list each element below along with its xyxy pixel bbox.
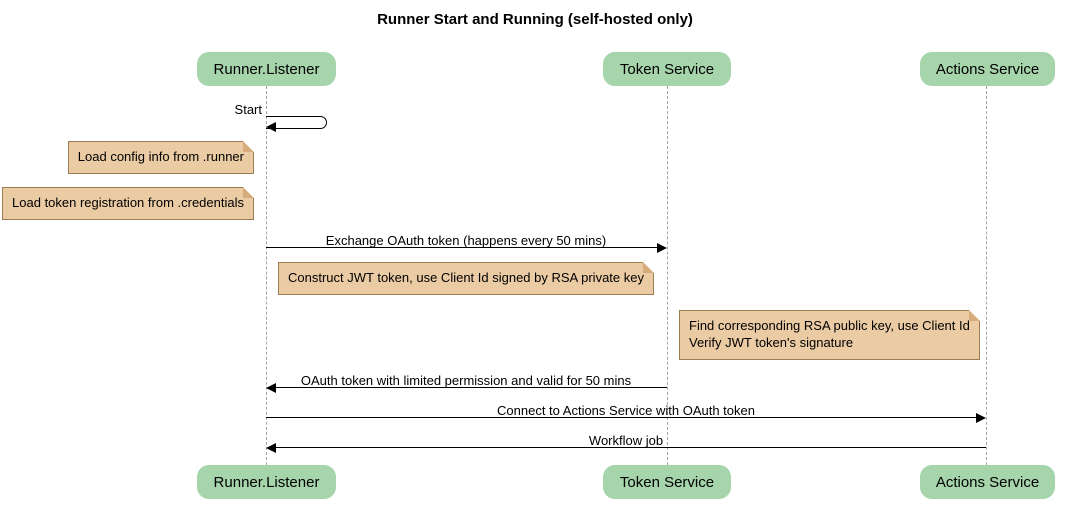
- arrowhead-left-icon: [266, 383, 276, 393]
- diagram-title: Runner Start and Running (self-hosted on…: [377, 11, 693, 28]
- note-load-config: Load config info from .runner: [67, 141, 255, 174]
- arrowhead-left-icon: [266, 122, 276, 132]
- message-start-label: Start: [234, 102, 262, 117]
- participant-label: Actions Service: [935, 60, 1040, 78]
- lifeline-actions-service: [986, 86, 987, 465]
- message-connect-label: Connect to Actions Service with OAuth to…: [497, 403, 755, 418]
- message-oauth-token-line: [276, 387, 667, 389]
- self-message-loop: [266, 116, 327, 129]
- participant-bottom-actions-service: Actions Service: [920, 465, 1055, 499]
- participant-label: Actions Service: [935, 473, 1040, 491]
- lifeline-token-service: [667, 86, 668, 465]
- participant-bottom-token-service: Token Service: [603, 465, 731, 499]
- participant-label: Runner.Listener: [213, 60, 320, 78]
- note-verify-jwt: Find corresponding RSA public key, use C…: [679, 310, 980, 360]
- participant-top-token-service: Token Service: [603, 52, 731, 86]
- note-load-token-registration: Load token registration from .credential…: [2, 187, 254, 220]
- message-oauth-token-label: OAuth token with limited permission and …: [300, 373, 632, 388]
- arrowhead-left-icon: [266, 443, 276, 453]
- note-construct-jwt: Construct JWT token, use Client Id signe…: [278, 262, 654, 295]
- message-workflow-job-line: [276, 447, 986, 449]
- participant-label: Token Service: [619, 60, 715, 78]
- message-exchange-oauth-line: [266, 247, 658, 249]
- arrowhead-right-icon: [657, 243, 667, 253]
- participant-top-actions-service: Actions Service: [920, 52, 1055, 86]
- participant-top-runner-listener: Runner.Listener: [197, 52, 336, 86]
- message-exchange-oauth-label: Exchange OAuth token (happens every 50 m…: [325, 233, 607, 248]
- arrowhead-right-icon: [976, 413, 986, 423]
- participant-bottom-runner-listener: Runner.Listener: [197, 465, 336, 499]
- participant-label: Runner.Listener: [213, 473, 320, 491]
- message-connect-line: [266, 417, 977, 419]
- participant-label: Token Service: [619, 473, 715, 491]
- lifeline-runner-listener: [266, 86, 267, 465]
- message-workflow-job-label: Workflow job: [588, 433, 664, 448]
